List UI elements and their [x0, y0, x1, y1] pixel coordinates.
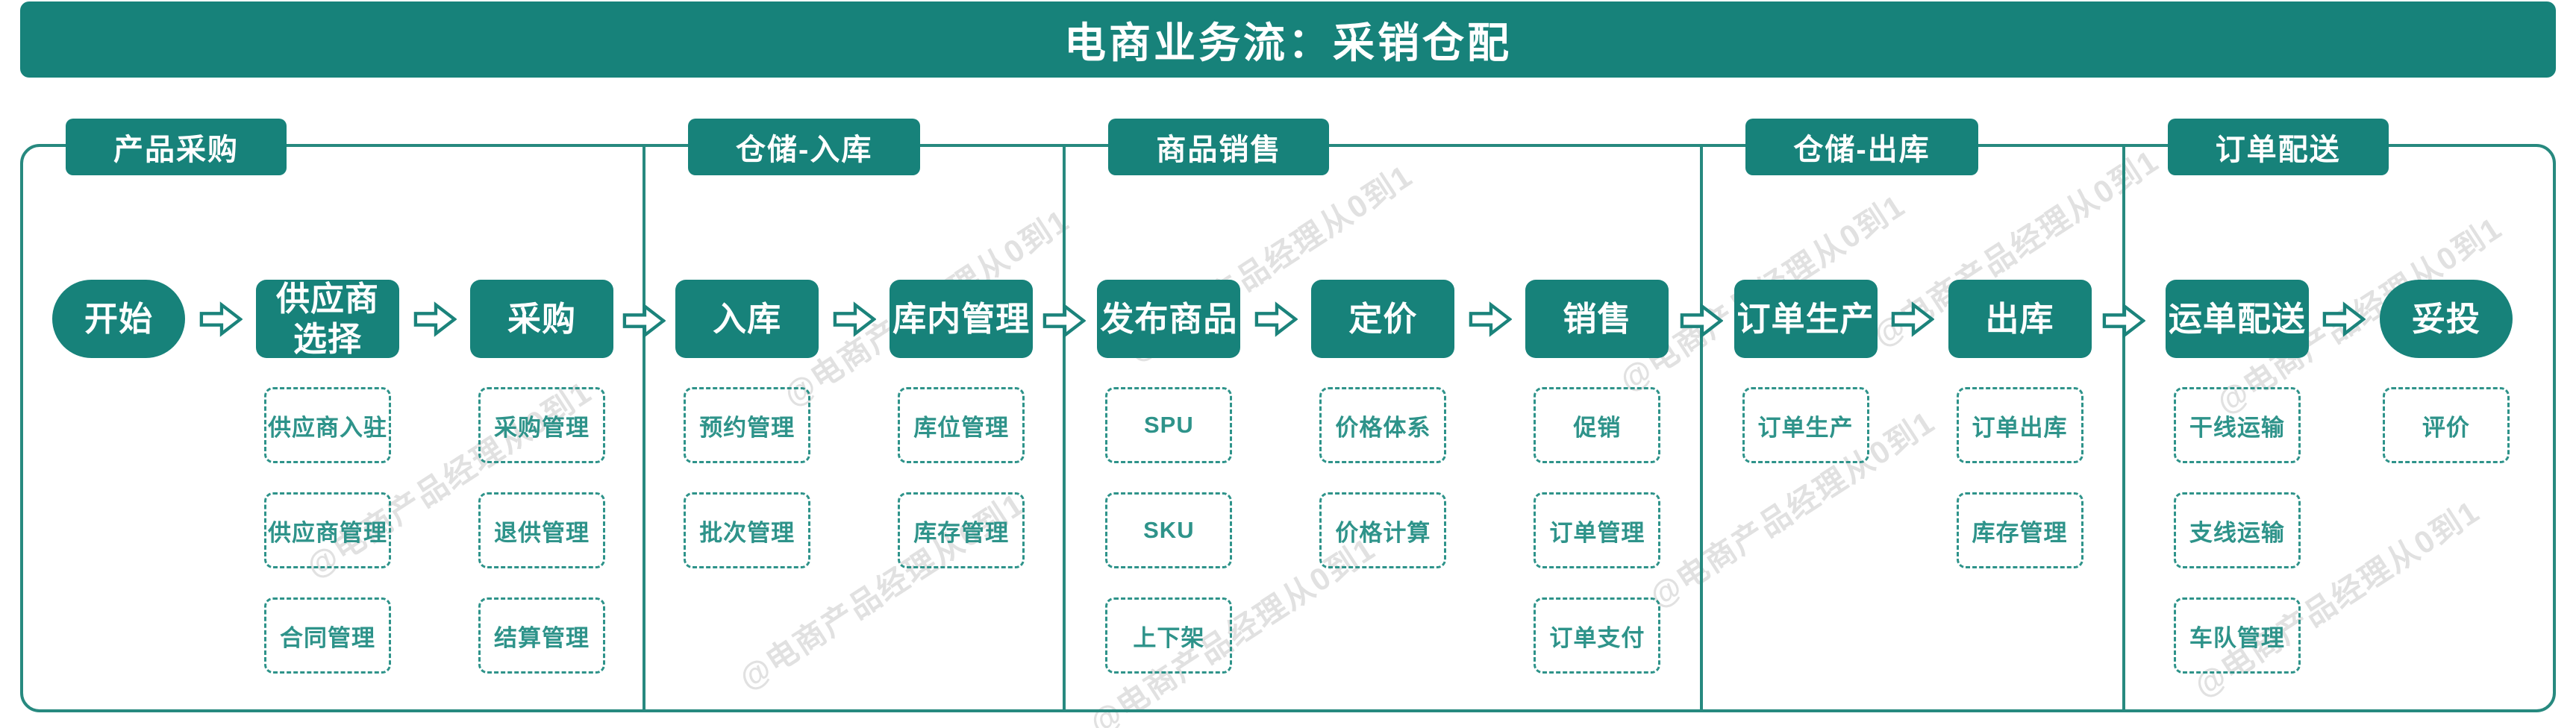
flow-arrow-icon: [1680, 303, 1724, 339]
sub-item: 促销: [1534, 387, 1661, 463]
section-1: 产品采购开始供应商 选择供应商入驻供应商管理合同管理 采购采购管理退供管理结算管理: [23, 119, 666, 709]
sub-item: 库存管理: [898, 492, 1025, 568]
section-2: 仓储-入库入库预约管理批次管理 库内管理库位管理库存管理: [645, 119, 1087, 709]
sub-item: SPU: [1105, 387, 1233, 463]
section-header: 仓储-出库: [1745, 119, 1978, 175]
flow-node: 运单配送: [2165, 280, 2309, 358]
sub-item: 预约管理: [684, 387, 811, 463]
sub-item: 订单支付: [1534, 597, 1661, 674]
flow-arrow-icon: [2309, 280, 2380, 358]
sub-item: 结算管理: [478, 597, 605, 674]
section-grid: 发布商品 SPU SKU 上下架 定价价格体系价格计算 销售促销订单管理订单支付: [1066, 280, 1700, 674]
section-grid: 开始供应商 选择供应商入驻供应商管理合同管理 采购采购管理退供管理结算管理: [23, 280, 643, 674]
flow-node: 销售: [1525, 280, 1669, 358]
flow-arrow-icon: [185, 280, 256, 358]
flow-node: 供应商 选择: [256, 280, 399, 358]
section-grid: 入库预约管理批次管理 库内管理库位管理库存管理: [645, 280, 1063, 674]
sub-item: 支线运输: [2173, 492, 2301, 568]
flow-node: 入库: [675, 280, 819, 358]
sub-item: 供应商入驻: [264, 387, 391, 463]
sub-item: 上下架: [1105, 597, 1233, 674]
sub-item: 价格体系: [1319, 387, 1447, 463]
section-header: 产品采购: [66, 119, 287, 175]
flow-node: 出库: [1948, 280, 2092, 358]
title-banner: 电商业务流：采销仓配: [20, 1, 2556, 78]
sub-item: SKU: [1105, 492, 1233, 568]
flow-node: 妥投: [2379, 280, 2513, 358]
sub-item: 采购管理: [478, 387, 605, 463]
flow-arrow-icon: [1240, 280, 1311, 358]
sub-item: 订单管理: [1534, 492, 1661, 568]
sub-item: 评价: [2382, 387, 2510, 463]
sub-item: 退供管理: [478, 492, 605, 568]
flow-arrow-icon: [399, 280, 470, 358]
sub-item: 库存管理: [1956, 492, 2083, 568]
section-header: 商品销售: [1108, 119, 1330, 175]
flow-arrow-icon: [1454, 280, 1525, 358]
flow-node: 定价: [1311, 280, 1455, 358]
page-title: 电商业务流：采销仓配: [1064, 19, 1512, 66]
flow-node: 开始: [52, 280, 185, 358]
flow-arrow-icon: [1042, 303, 1087, 339]
sub-item: 车队管理: [2173, 597, 2301, 674]
section-header: 订单配送: [2167, 119, 2389, 175]
flow-node: 库内管理: [890, 280, 1034, 358]
flow-node: 发布商品: [1097, 280, 1241, 358]
sub-item: 供应商管理: [264, 492, 391, 568]
sub-item: 批次管理: [684, 492, 811, 568]
section-grid: 运单配送干线运输支线运输车队管理 妥投评价: [2125, 280, 2553, 674]
section-grid: 订单生产订单生产出库订单出库库存管理: [1703, 280, 2122, 674]
section-header: 仓储-入库: [688, 119, 921, 175]
section-5: 订单配送运单配送干线运输支线运输车队管理 妥投评价: [2125, 119, 2553, 709]
flow-container: 产品采购开始供应商 选择供应商入驻供应商管理合同管理 采购采购管理退供管理结算管理…: [20, 119, 2556, 712]
section-3: 商品销售发布商品 SPU SKU 上下架 定价价格体系价格计算 销售促销订单管理订单支付: [1066, 119, 1724, 709]
flow-arrow-icon: [819, 280, 890, 358]
sub-item: 订单生产: [1742, 387, 1869, 463]
flow-node: 采购: [470, 280, 613, 358]
sub-item: 合同管理: [264, 597, 391, 674]
section-4: 仓储-出库订单生产订单生产出库订单出库库存管理: [1703, 119, 2145, 709]
flow-arrow-icon: [1878, 280, 1948, 358]
flow-node: 订单生产: [1734, 280, 1878, 358]
flow-arrow-icon: [622, 303, 666, 339]
sub-item: 库位管理: [898, 387, 1025, 463]
sub-item: 订单出库: [1956, 387, 2083, 463]
sub-item: 价格计算: [1319, 492, 1447, 568]
flow-arrow-icon: [2102, 303, 2145, 339]
sub-item: 干线运输: [2173, 387, 2301, 463]
